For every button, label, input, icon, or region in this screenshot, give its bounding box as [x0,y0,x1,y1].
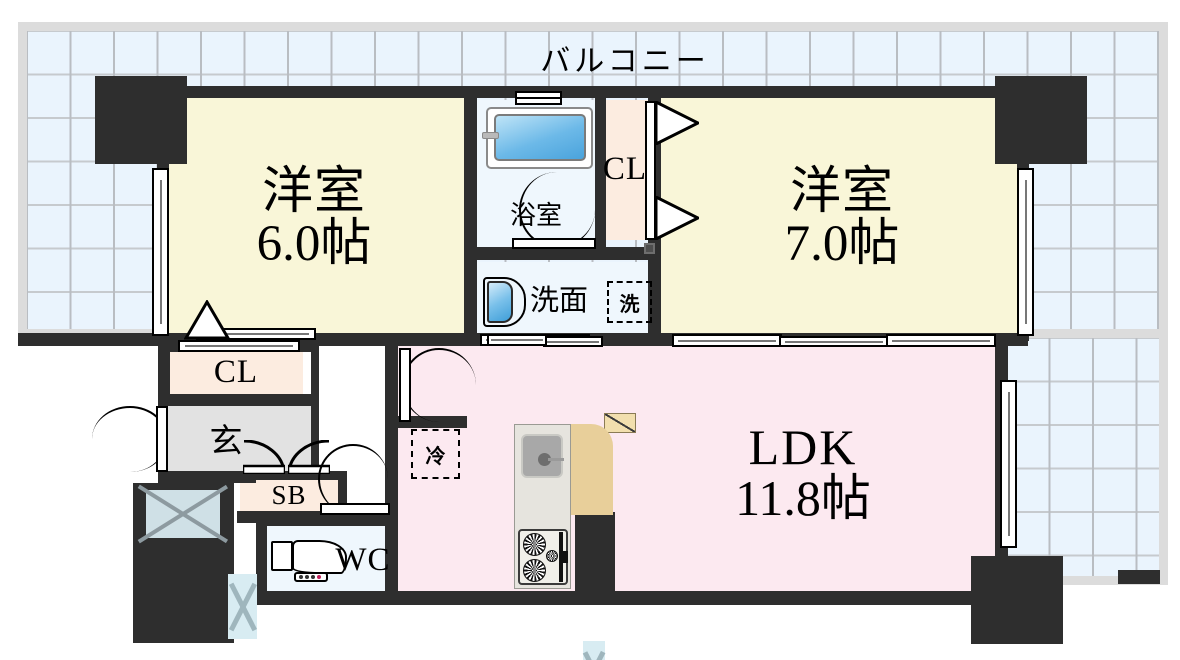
kitchen-pipe-shaft-hatch [583,641,605,660]
pillar-top-right [995,76,1087,164]
washroom-door[interactable] [487,334,547,346]
wall-bedroom-left-to-bath [464,86,477,341]
wall-toilet-east [386,514,398,592]
washer-box: 洗 [607,281,652,323]
switch-plate[interactable] [644,243,655,254]
pillar-bottom-right [971,556,1063,644]
kitchen-faucet [538,453,551,466]
toilet-tank [271,541,293,571]
pipe-shaft-hatch [228,574,257,639]
ldk-door-swing[interactable] [402,348,476,422]
balcony-lower-end-wall [1118,570,1160,584]
stove-knob [561,551,568,563]
toilet-control-panel [294,572,328,582]
wall-kitchen-stub [575,512,615,592]
closet-middle-bifold-arrow-bottom [655,196,699,240]
washer-box-label: 洗 [619,291,640,316]
kitchen-sink [521,434,563,478]
wall-shoebox-top [237,471,347,480]
room-fill-bedroom-right [660,97,1023,340]
wall-genkan-east [311,340,319,478]
meter-box-hatch [146,490,220,538]
refrigerator-box: 冷 [411,429,460,479]
sliding-door-bedroom-right[interactable] [1017,168,1034,336]
bath-vent-grille [515,91,562,105]
wall-toilet-west [256,514,267,592]
sliding-door-bedroom-left[interactable] [152,168,169,336]
closet-hall-door[interactable] [178,340,300,352]
kitchen-counter [568,424,613,515]
stove-burner-front [523,533,546,556]
hall-to-ldk-door-leaf[interactable] [320,503,390,515]
vanity-basin [487,281,513,323]
toilet-bowl [292,540,347,574]
sliding-door-bedroom-right-inner-1[interactable] [672,334,782,347]
wall-top-exterior [157,86,1029,98]
wall-toilet-top [256,514,398,526]
closet-middle-door-panel[interactable] [645,101,656,240]
wall-hall-closet-bottom [158,394,318,406]
wall-ldk-bottom [233,591,1008,605]
balcony-lower-grid [1006,338,1159,576]
bath-door-swing[interactable] [519,172,595,248]
ldk-door-leaf[interactable] [399,348,411,422]
bathtub-water [494,114,586,161]
pillar-top-left [95,76,187,164]
wall-bath-bottom [472,247,657,260]
toilet-control-dot-flush [317,575,321,579]
room-fill-closet-hall [168,350,303,396]
wall-hall-west [158,340,170,406]
hall-to-ldk-door-swing[interactable] [318,444,388,514]
refrigerator-label: 冷 [425,443,446,468]
shoebox-bifold-right[interactable] [288,440,330,474]
toilet-control-dot [299,575,303,579]
bath-door-leaf[interactable] [512,238,596,249]
shoebox-bifold-left[interactable] [243,440,285,474]
closet-middle-bifold-arrow-top [655,101,699,145]
room-fill-ldk [394,340,1008,602]
sliding-door-ldk[interactable] [1000,380,1017,548]
kitchen-faucet-arm [548,458,564,461]
sliding-door-bedroom-right-inner-2[interactable] [779,336,889,347]
floor-register-triangle [184,300,230,340]
toilet-control-dot [311,575,315,579]
utility-hatch [604,413,636,433]
room-fill-bedroom-left [163,97,464,340]
stove-burner-small [546,550,558,562]
toilet-control-dot [305,575,309,579]
wall-toilet-bottom [225,591,398,605]
entrance-door-leaf[interactable] [156,406,168,472]
stove-burner-rear [523,559,546,582]
bathtub-faucet [482,132,499,139]
vanity-basin-ring [483,277,526,327]
sliding-door-bedroom-left-inner-2[interactable] [543,336,603,347]
sliding-door-bedroom-right-inner-3[interactable] [886,334,996,347]
wall-bath-to-closet [595,95,606,247]
wall-genkan-bottom [158,471,256,483]
